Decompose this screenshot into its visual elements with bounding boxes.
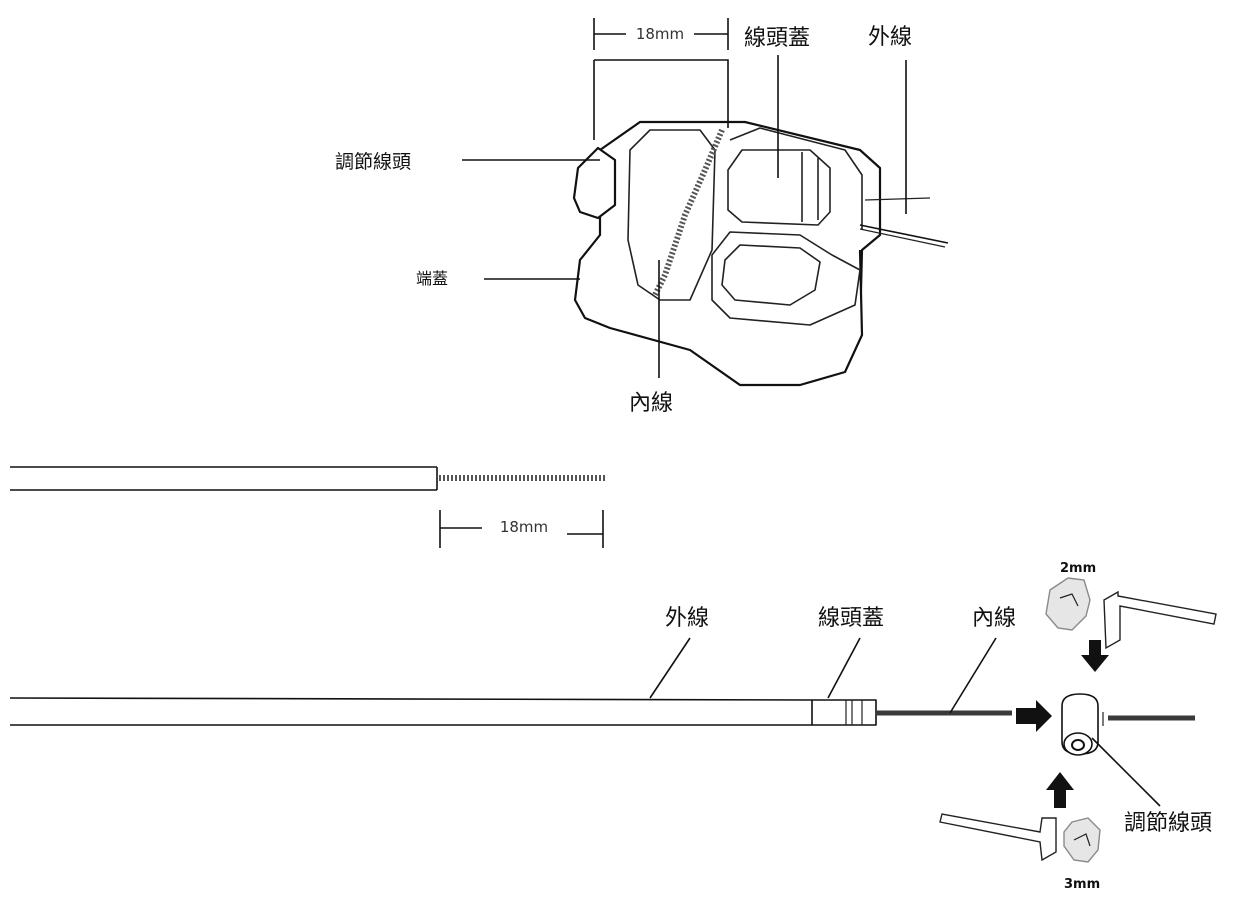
- arrow-icon: [1016, 700, 1052, 732]
- adjuster-knob: [572, 146, 617, 220]
- label-inner-top: 內線: [629, 391, 673, 416]
- ferrule-bottom: [811, 699, 877, 726]
- housing-slot-inner: [721, 244, 821, 306]
- label-adjuster-bottom: 調節線頭: [1124, 811, 1212, 836]
- label-outer-bottom: 外線: [665, 606, 709, 631]
- label-tool-top: 2mm: [1060, 561, 1096, 576]
- leader-outer-bottom: [649, 637, 691, 699]
- leader-ferrule-bottom: [827, 637, 861, 699]
- housing-slot: [711, 231, 861, 326]
- label-tool-bottom: 3mm: [1064, 877, 1100, 892]
- end-cap: [573, 249, 864, 387]
- inner-cable-stub-2: [859, 228, 946, 248]
- label-outer-top: 外線: [868, 25, 912, 50]
- dimension-label-middle: 18mm: [500, 518, 548, 536]
- dimension-bracket: [594, 59, 729, 128]
- dimension-middle: 18mm: [439, 510, 604, 548]
- label-adjuster-top: 調節線頭: [335, 151, 411, 173]
- bottom-cable: [9, 697, 1195, 726]
- label-ferrule-top: 線頭蓋: [744, 26, 810, 51]
- label-ferrule-bottom: 線頭蓋: [818, 606, 884, 631]
- housing-top-ridge: [729, 127, 863, 230]
- label-inner-bottom: 內線: [972, 606, 1016, 631]
- leader-inner-bottom: [949, 637, 997, 714]
- hand-grip-icon: [1063, 817, 1101, 863]
- label-end-cap-top: 端蓋: [416, 269, 448, 288]
- inner-cable-stub: [859, 224, 949, 244]
- leader-adjuster-bottom: [1091, 737, 1161, 807]
- hand-grip-icon: [1045, 577, 1091, 631]
- hex-key-icon: [939, 813, 1057, 862]
- arrow-icon: [1081, 640, 1109, 672]
- housing-assembly: [572, 120, 949, 387]
- inner-cable-housing: [652, 128, 725, 297]
- dimension-top: 18mm: [593, 18, 729, 140]
- housing-channel-left: [627, 129, 716, 301]
- adjuster-barrel: [1061, 693, 1104, 756]
- dimension-label-top: 18mm: [636, 25, 684, 43]
- arrow-icon: [1046, 772, 1074, 808]
- ferrule-in-housing: [727, 149, 831, 226]
- outer-cable-stub: [864, 197, 931, 201]
- hex-key-icon: [1103, 590, 1217, 650]
- stripped-cable: [10, 466, 605, 491]
